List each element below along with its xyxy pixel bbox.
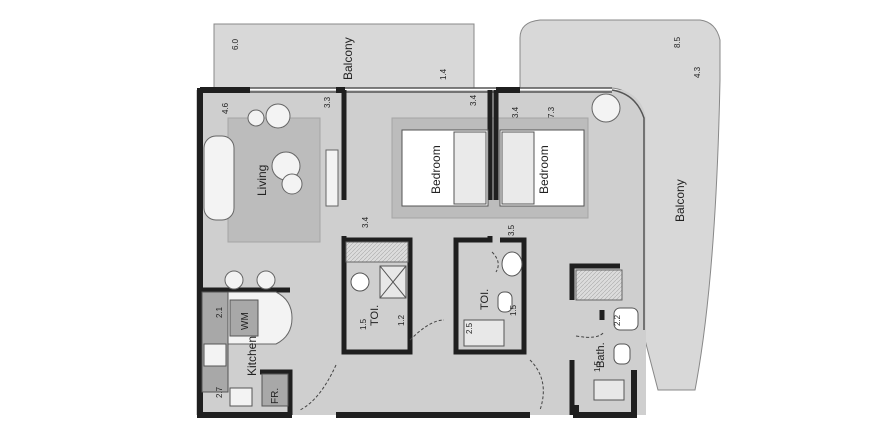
dim-bath-b: 1.5 (593, 360, 602, 372)
lamp (247, 109, 265, 127)
bath-basin (613, 307, 639, 331)
dining-chair (256, 270, 276, 290)
round-table (591, 93, 621, 123)
door-swings (299, 251, 605, 411)
toi-center-label: TOI. (369, 305, 381, 326)
kitchen-label: Kitchen (245, 336, 259, 376)
balcony-top-area (213, 23, 475, 89)
cooktop (203, 343, 227, 367)
dim-balcony-top-width: 6.0 (231, 38, 240, 50)
dim-balcony-right-a: 8.5 (673, 36, 682, 48)
dim-kitchen-a: 2.1 (215, 306, 224, 318)
tv-unit (325, 149, 339, 207)
dim-balcony-right-b: 4.3 (693, 66, 702, 78)
toi-right-wc (497, 291, 513, 313)
washing-machine (229, 299, 259, 337)
bath-cabinet (575, 269, 623, 301)
dim-living-b: 3.3 (323, 96, 332, 108)
bath-wc (613, 343, 631, 365)
balcony-right-label: Balcony (673, 179, 687, 222)
bath-label: Bath. (595, 342, 607, 368)
dim-toi-right-b: 2.5 (465, 322, 474, 334)
interior-walls (200, 90, 620, 415)
bath-tray (593, 379, 625, 401)
fridge-label: FR. (270, 388, 281, 404)
kitchen-counter (201, 291, 229, 393)
sofa (203, 135, 235, 221)
bedroom-left-label: Bedroom (429, 145, 443, 194)
wm-label: WM (240, 312, 251, 330)
dim-bedroom-left: 3.4 (469, 94, 478, 106)
exterior-walls (197, 87, 637, 418)
living-label: Living (255, 165, 269, 196)
toi-basin (350, 272, 370, 292)
balcony-top-label: Balcony (341, 37, 355, 80)
bed-right (499, 129, 585, 207)
windows (250, 87, 645, 330)
toi-right-tray (463, 319, 505, 347)
dim-bath-a: 2.2 (613, 314, 622, 326)
dim-toi-center: 1.5 (359, 318, 368, 330)
dining-chair (224, 270, 244, 290)
dim-toi-right-a: 3.5 (507, 224, 516, 236)
dim-bedroom-right-b: 7.3 (547, 106, 556, 118)
toi-right-basin (501, 251, 523, 277)
dim-living-a: 4.6 (221, 102, 230, 114)
dim-balcony-top-depth: 1.4 (439, 68, 448, 80)
bedroom-right-label: Bedroom (537, 145, 551, 194)
kitchen-sink (229, 387, 253, 407)
dim-bedroom-right-a: 3.4 (511, 106, 520, 118)
living-rug (227, 117, 321, 243)
dim-kitchen-b: 2.7 (215, 386, 224, 398)
dim-corridor: 3.4 (361, 216, 370, 228)
dim-toi-right-c: 1.5 (509, 304, 518, 316)
toi-cabinet (345, 241, 409, 263)
bed-left (401, 129, 489, 207)
toi-right-label: TOI. (479, 289, 491, 310)
side-table (281, 173, 303, 195)
fridge (261, 373, 289, 407)
dim-toi-center-b: 1.2 (397, 314, 406, 326)
armchair (265, 103, 291, 129)
